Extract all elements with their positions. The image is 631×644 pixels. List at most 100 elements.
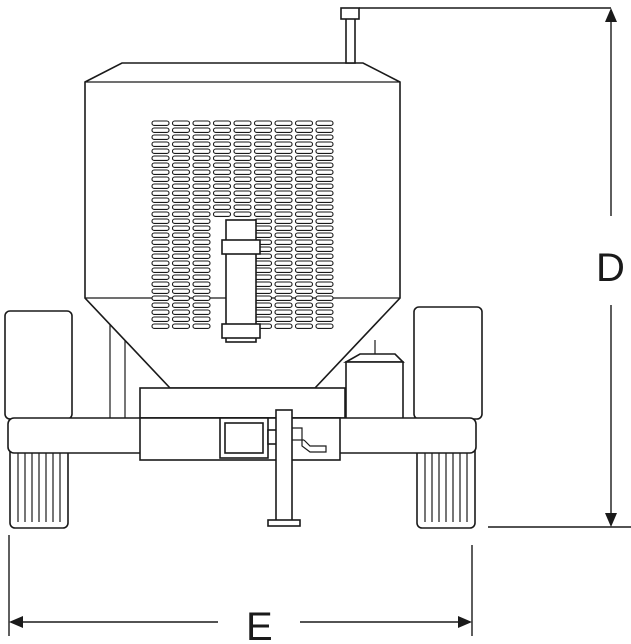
- vent-slot: [151, 309, 170, 315]
- vent-slot: [192, 288, 211, 294]
- vent-slot: [171, 204, 191, 210]
- vent-slot: [171, 183, 191, 189]
- vent-slot: [294, 169, 314, 175]
- vent-slot: [233, 183, 252, 189]
- vent-slot: [151, 183, 170, 189]
- vent-slot: [212, 134, 232, 140]
- vent-slot: [274, 316, 293, 322]
- dimension-e-label: E: [246, 605, 273, 644]
- vent-slot: [253, 176, 273, 182]
- vent-slot: [253, 169, 273, 175]
- vent-slot: [274, 183, 293, 189]
- vent-slot: [315, 232, 334, 238]
- dimension-e: E: [8, 535, 473, 644]
- vent-slot: [192, 253, 211, 259]
- vent-slot: [171, 225, 191, 231]
- vent-slot: [171, 246, 191, 252]
- vent-slot: [294, 190, 314, 196]
- vent-slot: [171, 148, 191, 154]
- vent-slot: [274, 155, 293, 161]
- dimension-d-label: D: [596, 246, 625, 290]
- vent-slot: [192, 295, 211, 301]
- exhaust-pipe: [340, 7, 611, 64]
- vent-slot: [274, 246, 293, 252]
- vent-slot: [294, 120, 314, 126]
- vent-slot: [315, 190, 334, 196]
- vent-slot: [233, 134, 252, 140]
- center-duct: [221, 219, 261, 343]
- vent-slot: [294, 288, 314, 294]
- vent-slot: [233, 211, 252, 217]
- vent-slot: [151, 134, 170, 140]
- vent-slot: [294, 211, 314, 217]
- vent-slot: [151, 295, 170, 301]
- vent-slot: [274, 323, 293, 329]
- vent-slot: [294, 204, 314, 210]
- vent-slot: [294, 253, 314, 259]
- vent-slot: [315, 253, 334, 259]
- vent-slot: [274, 141, 293, 147]
- vent-slot: [233, 162, 252, 168]
- vent-slot: [274, 176, 293, 182]
- vent-slot: [233, 169, 252, 175]
- vent-slot: [294, 162, 314, 168]
- vent-slot: [294, 260, 314, 266]
- vent-slot: [294, 302, 314, 308]
- vent-slot: [315, 302, 334, 308]
- vent-slot: [171, 239, 191, 245]
- vent-slot: [315, 134, 334, 140]
- vent-slot: [192, 141, 211, 147]
- vent-slot: [294, 225, 314, 231]
- vent-slot: [212, 176, 232, 182]
- vent-slot: [192, 204, 211, 210]
- vent-slot: [233, 127, 252, 133]
- vent-slot: [274, 148, 293, 154]
- vent-slot: [294, 232, 314, 238]
- vent-slot: [151, 232, 170, 238]
- vent-slot: [294, 323, 314, 329]
- vent-slot: [294, 246, 314, 252]
- vent-slot: [171, 232, 191, 238]
- vent-slot: [192, 148, 211, 154]
- vent-slot: [171, 274, 191, 280]
- vent-slot: [192, 218, 211, 224]
- vent-slot: [171, 176, 191, 182]
- vent-slot: [274, 267, 293, 273]
- vent-slot: [151, 274, 170, 280]
- right-tire: [416, 444, 476, 529]
- vent-slot: [212, 190, 232, 196]
- vent-slot: [192, 246, 211, 252]
- vent-slot: [212, 155, 232, 161]
- vent-slot: [233, 190, 252, 196]
- vent-slot: [151, 169, 170, 175]
- vent-slot: [315, 197, 334, 203]
- vent-slot: [294, 176, 314, 182]
- vent-slot: [315, 127, 334, 133]
- vent-slot: [315, 204, 334, 210]
- vent-slot: [192, 239, 211, 245]
- vent-slot: [315, 246, 334, 252]
- vent-slot: [294, 281, 314, 287]
- vent-slot: [253, 281, 273, 287]
- vent-slot: [315, 267, 334, 273]
- vent-slot: [212, 211, 232, 217]
- vent-slot: [253, 190, 273, 196]
- right-fender: [413, 306, 483, 420]
- vent-slot: [253, 120, 273, 126]
- vent-slot: [192, 120, 211, 126]
- vent-slot: [151, 246, 170, 252]
- vent-slot: [315, 239, 334, 245]
- jack-stand: [267, 409, 327, 527]
- vent-slot: [151, 155, 170, 161]
- vent-slot: [171, 316, 191, 322]
- vent-slot: [192, 169, 211, 175]
- vent-slot: [233, 155, 252, 161]
- vent-slot: [274, 127, 293, 133]
- vent-slot: [233, 120, 252, 126]
- vent-slot: [253, 134, 273, 140]
- vent-slot: [253, 141, 273, 147]
- vent-slot: [253, 302, 273, 308]
- vent-slot: [274, 281, 293, 287]
- vent-slot: [192, 274, 211, 280]
- vent-slot: [253, 309, 273, 315]
